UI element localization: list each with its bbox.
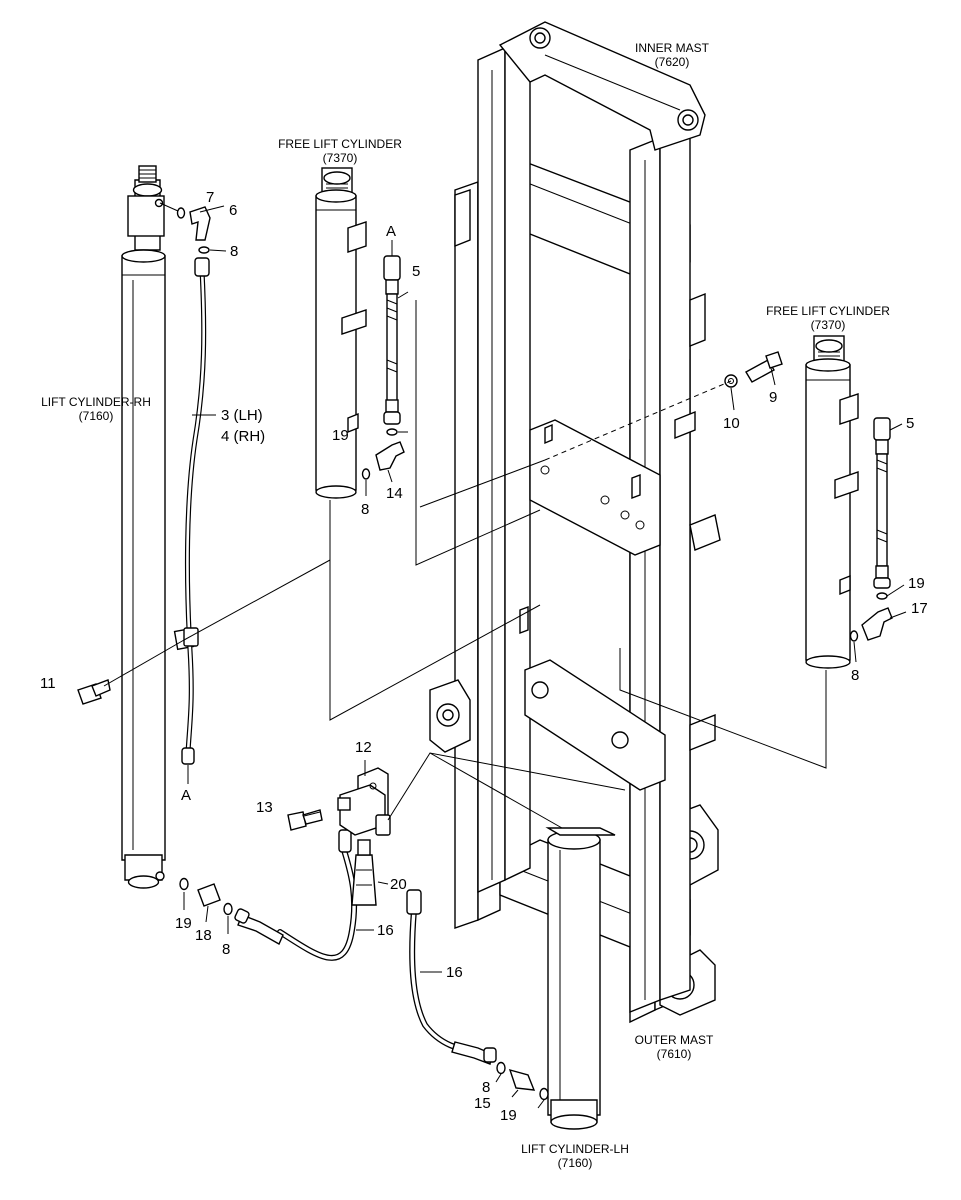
lift-cylinder-lh-label: LIFT CYLINDER-LH xyxy=(521,1142,629,1156)
callout-19-bottom-left: 19 xyxy=(175,915,192,932)
callout-13: 13 xyxy=(256,799,273,816)
callout-8: 8 xyxy=(230,243,238,260)
free-lift-left-number: (7370) xyxy=(323,151,358,165)
callout-4-rh: 4 (RH) xyxy=(221,428,265,445)
outer-mast-number: (7610) xyxy=(657,1047,692,1061)
callout-8-bottom-right: 8 xyxy=(482,1079,490,1096)
callout-8-left-cylinder: 8 xyxy=(361,501,369,518)
callout-9: 9 xyxy=(769,389,777,406)
callout-16-left: 16 xyxy=(377,922,394,939)
callout-14: 14 xyxy=(386,485,403,502)
free-lift-cylinder-right xyxy=(805,335,859,669)
lift-cylinder-lh xyxy=(545,827,616,1130)
callout-16-right: 16 xyxy=(446,964,463,981)
hose-5-left xyxy=(383,255,401,425)
callout-20: 20 xyxy=(390,876,407,893)
callout-19-bottom-right: 19 xyxy=(500,1107,517,1124)
callout-5-right: 5 xyxy=(906,415,914,432)
inner-mast xyxy=(477,21,721,1014)
callout-10: 10 xyxy=(723,415,740,432)
lift-cylinder-rh-label: LIFT CYLINDER-RH xyxy=(41,395,151,409)
callout-a-top: A xyxy=(386,223,396,240)
callout-8-bottom-left: 8 xyxy=(222,941,230,958)
inner-mast-number: (7620) xyxy=(655,55,690,69)
hose-3-4 xyxy=(181,257,210,765)
callout-6: 6 xyxy=(229,202,237,219)
callout-15: 15 xyxy=(474,1095,491,1112)
inner-mast-label: INNER MAST xyxy=(635,41,710,55)
callout-11: 11 xyxy=(40,675,56,692)
callout-18: 18 xyxy=(195,927,212,944)
lift-cylinder-rh xyxy=(121,165,195,889)
callout-12: 12 xyxy=(355,739,372,756)
valve-block-12 xyxy=(337,767,391,906)
outer-mast-label: OUTER MAST xyxy=(635,1033,714,1047)
free-lift-right-label: FREE LIFT CYLINDER xyxy=(766,304,890,318)
callout-a-bottom: A xyxy=(181,787,191,804)
free-lift-cylinder-left xyxy=(315,167,367,499)
callout-19-right: 19 xyxy=(908,575,925,592)
callout-7: 7 xyxy=(206,189,214,206)
callout-17: 17 xyxy=(911,600,928,617)
hose-16-left xyxy=(234,829,358,961)
lift-cylinder-lh-number: (7160) xyxy=(558,1156,593,1170)
callout-numbers: 7 6 8 3 (LH) 4 (RH) 11 A A 5 19 14 8 10 … xyxy=(40,189,928,1124)
hose-5-right xyxy=(873,417,891,589)
free-lift-left-label: FREE LIFT CYLINDER xyxy=(278,137,402,151)
callout-3-lh: 3 (LH) xyxy=(221,407,263,424)
callout-5-left: 5 xyxy=(412,263,420,280)
hose-16-right xyxy=(406,889,497,1065)
callout-19-left: 19 xyxy=(332,427,349,444)
fittings xyxy=(77,206,893,1101)
lift-cylinder-rh-number: (7160) xyxy=(79,409,114,423)
leader-lines xyxy=(103,202,907,1109)
callout-8-right-cylinder: 8 xyxy=(851,667,859,684)
component-labels: INNER MAST (7620) FREE LIFT CYLINDER (73… xyxy=(41,41,890,1170)
free-lift-right-number: (7370) xyxy=(811,318,846,332)
